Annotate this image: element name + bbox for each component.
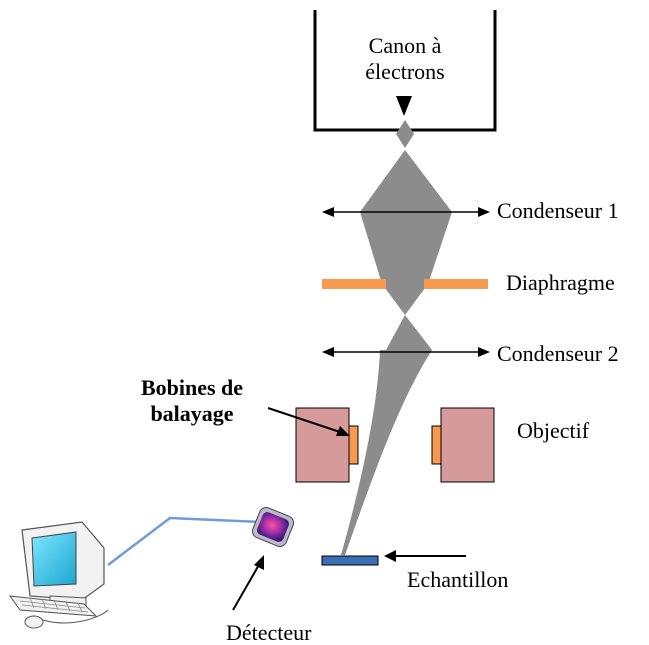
electron-gun-label-line2: électrons bbox=[365, 59, 445, 84]
scan-coils-label: Bobines de balayage bbox=[128, 375, 256, 427]
scan-coils-label-line2: balayage bbox=[150, 401, 234, 426]
condenser-1-lens bbox=[322, 207, 490, 217]
sample-arrow bbox=[384, 550, 466, 562]
detector-arrow bbox=[232, 555, 264, 611]
electron-beam bbox=[341, 120, 452, 555]
objective-label: Objectif bbox=[517, 418, 590, 443]
diaphragm-label: Diaphragme bbox=[506, 270, 615, 295]
detector bbox=[251, 507, 295, 547]
beam-crossover-1 bbox=[396, 120, 414, 148]
condenser-2-label: Condenseur 2 bbox=[497, 341, 619, 366]
gun-tip bbox=[396, 96, 412, 116]
sample bbox=[321, 555, 379, 566]
electron-gun-label-line1: Canon à bbox=[368, 33, 442, 58]
coils-arrow bbox=[267, 407, 350, 436]
sample-label: Echantillon bbox=[407, 567, 509, 592]
beam-condenser2-cone bbox=[386, 315, 432, 350]
condenser-2-lens bbox=[322, 347, 490, 357]
beam-condenser1-cone bbox=[360, 150, 452, 315]
condenser-1-label: Condenseur 1 bbox=[497, 198, 619, 223]
scan-coils-label-line1: Bobines de bbox=[140, 375, 244, 400]
scan-coils bbox=[348, 425, 442, 465]
detector-label: Détecteur bbox=[226, 620, 312, 645]
beam-focused-probe bbox=[341, 350, 432, 555]
electron-gun-label: Canon à électrons bbox=[345, 33, 465, 85]
diaphragm bbox=[322, 279, 488, 289]
computer-icon bbox=[8, 521, 109, 629]
detector-cable bbox=[107, 516, 263, 566]
